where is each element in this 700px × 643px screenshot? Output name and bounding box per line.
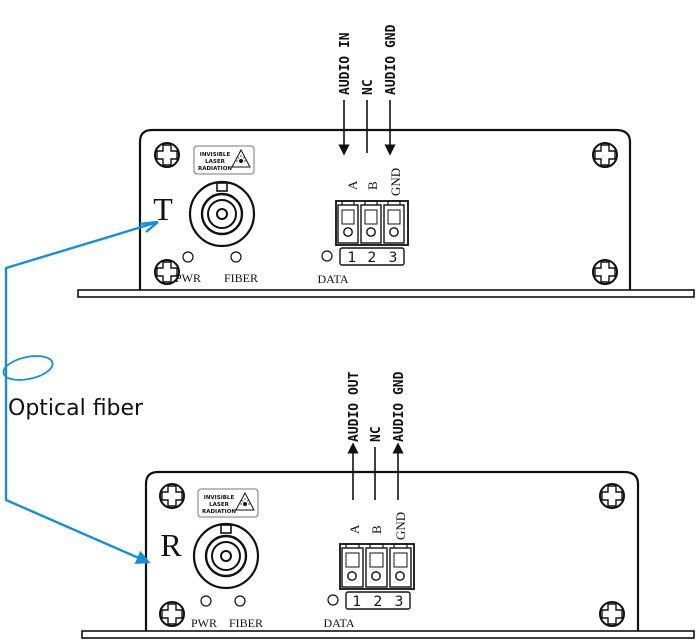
pin-number-box <box>345 591 411 610</box>
transmitter-unit: INVISIBLE LASER RADIATION T PWR FIBER DA… <box>77 24 695 298</box>
screw-icon <box>154 259 180 285</box>
pin-number-box <box>339 247 405 266</box>
screw-icon <box>592 142 618 168</box>
fiber-led <box>230 251 242 263</box>
screw-icon <box>599 483 625 509</box>
pin-number: 1 <box>348 250 357 266</box>
screw-icon <box>592 259 618 285</box>
fiber-label: Optical fiber <box>8 396 144 421</box>
screw-icon <box>154 142 180 168</box>
pin-number: 3 <box>389 250 398 266</box>
pwr-label: PWR <box>175 271 201 285</box>
laser-hazard-icon <box>231 148 251 168</box>
screw-icon <box>599 601 625 627</box>
pwr-led <box>182 251 194 263</box>
pin-number: 2 <box>368 250 377 266</box>
pin-number: 1 <box>353 594 362 610</box>
fiber-line <box>4 220 159 564</box>
pin-label: B <box>365 181 380 190</box>
fiber-label: FIBER <box>229 616 263 630</box>
signal-label: NC <box>369 426 384 442</box>
data-led <box>321 250 333 262</box>
laser-hazard-icon <box>235 491 255 511</box>
warning-line: INVISIBLE <box>204 495 235 501</box>
pwr-label: PWR <box>191 616 217 630</box>
warning-line: INVISIBLE <box>200 152 231 158</box>
receiver-unit: INVISIBLE LASER RADIATION R PWR FIBER DA… <box>81 371 695 639</box>
screw-icon <box>159 601 185 627</box>
pin-label: A <box>347 524 362 534</box>
warning-line: RADIATION <box>198 166 232 172</box>
data-label: DATA <box>317 272 348 286</box>
pin-number: 2 <box>374 594 383 610</box>
terminal-block <box>335 200 409 246</box>
signal-label: AUDIO GND <box>392 371 407 442</box>
fiber-arrow-head <box>139 220 159 233</box>
optical-fiber: Optical fiber <box>2 220 159 564</box>
warning-line: RADIATION <box>202 509 236 515</box>
unit-label: T <box>153 191 173 227</box>
signal-label: AUDIO GND <box>384 24 399 95</box>
transmitter-flange <box>77 289 695 298</box>
laser-warning-label: INVISIBLE LASER RADIATION <box>197 488 259 518</box>
fiber-loop <box>2 355 54 381</box>
data-label: DATA <box>323 616 354 630</box>
pin-label: B <box>369 525 384 534</box>
pin-label: A <box>345 180 360 190</box>
pin-number: 3 <box>395 594 404 610</box>
signal-label: AUDIO IN <box>338 32 353 95</box>
receiver-flange <box>81 630 695 639</box>
laser-warning-label: INVISIBLE LASER RADIATION <box>193 145 255 175</box>
data-led <box>327 594 339 606</box>
screw-icon <box>159 483 185 509</box>
terminal-block <box>339 543 415 590</box>
signal-label: AUDIO OUT <box>347 371 362 442</box>
warning-line: LASER <box>205 159 225 165</box>
fiber-led <box>234 595 246 607</box>
pin-label: GND <box>388 168 403 196</box>
fiber-connector <box>188 180 256 248</box>
receiver-body <box>144 470 640 631</box>
transmitter-body <box>138 128 632 290</box>
unit-label: R <box>160 527 182 563</box>
pin-label: GND <box>393 512 408 540</box>
fiber-connector <box>192 522 260 590</box>
signal-label: NC <box>361 79 376 95</box>
fiber-label: FIBER <box>224 271 258 285</box>
warning-line: LASER <box>209 502 229 508</box>
pwr-led <box>200 595 212 607</box>
